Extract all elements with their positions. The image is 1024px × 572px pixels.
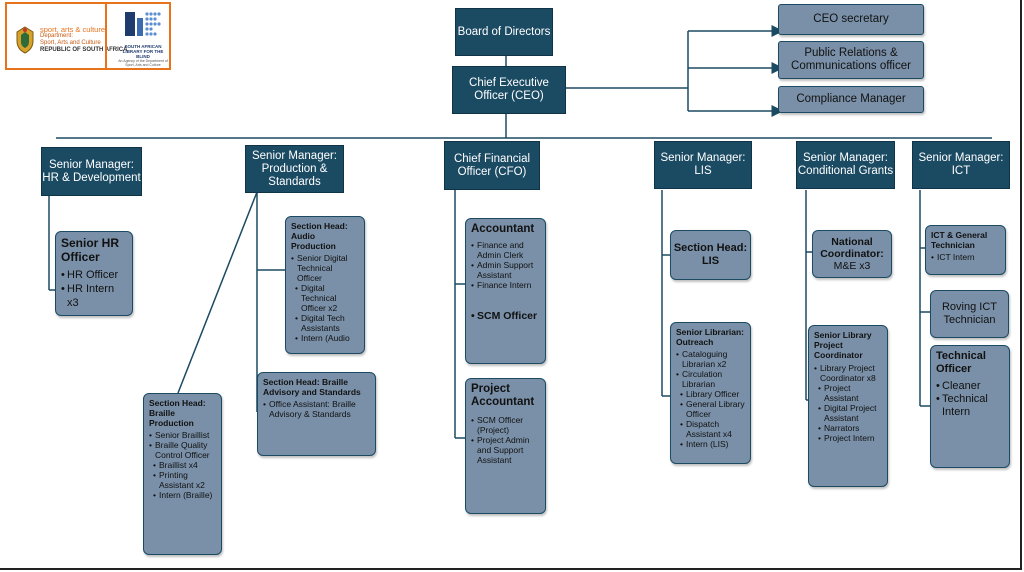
- section-head-lis-box: Section Head: LIS: [670, 230, 751, 280]
- national-coord-title: National Coordinator:: [820, 236, 884, 260]
- section-lis-label: Section Head: LIS: [673, 242, 748, 267]
- national-coord-sub: M&E x3: [833, 260, 871, 272]
- dsac-line1: Department:: [40, 33, 74, 39]
- compliance-manager-box: Compliance Manager: [778, 86, 924, 113]
- braille-prod-item: Printing Assistant x2: [149, 470, 216, 490]
- tech-officer-title: Technical Officer: [936, 350, 986, 375]
- lib-project-item: Project Assistant: [814, 383, 882, 403]
- national-coordinator-box: National Coordinator: M&E x3: [812, 230, 892, 278]
- sal-logo-name: SOUTH AFRICAN LIBRARY FOR THE BLIND: [122, 44, 164, 59]
- braille-production-box: Section Head: Braille Production Senior …: [143, 393, 222, 555]
- ict-technician-box: ICT & General Technician ICT Intern: [925, 225, 1006, 275]
- technical-officer-box: Technical Officer Cleaner Technical Inte…: [930, 345, 1010, 468]
- braille-prod-title: Section Head: Braille Production: [149, 398, 206, 428]
- audio-item: Digital Tech Assistants: [291, 313, 359, 333]
- audio-item: Senior Digital Technical Officer: [291, 253, 359, 283]
- dsac-logo-text: sport, arts & culture Department: Sport,…: [40, 26, 127, 54]
- cfo-box: Chief Financial Officer (CFO): [444, 141, 540, 190]
- hr-item: HR Intern x3: [61, 282, 127, 310]
- compliance-label: Compliance Manager: [796, 93, 906, 105]
- senior-librarian-box: Senior Librarian: Outreach Cataloguing L…: [670, 322, 751, 464]
- braille-adv-title: Section Head: Braille Advisory and Stand…: [263, 377, 361, 397]
- librarian-item: Cataloguing Librarian x2: [676, 349, 745, 369]
- lib-project-title: Senior Library Project Coordinator: [814, 330, 872, 360]
- sm-lis-box: Senior Manager: LIS: [654, 141, 752, 189]
- accountant-box: Accountant Finance and Admin Clerk Admin…: [465, 218, 546, 364]
- ceo-secretary-box: CEO secretary: [778, 4, 924, 35]
- ict-tech-title: ICT & General Technician: [931, 230, 988, 250]
- braille-prod-item: Braille Quality Control Officer: [149, 440, 216, 460]
- logo-divider: [105, 4, 107, 68]
- pr-officer-box: Public Relations & Communications office…: [778, 41, 924, 79]
- ceo-box: Chief Executive Officer (CEO): [452, 66, 566, 114]
- sm-grants-label: Senior Manager: Conditional Grants: [797, 152, 894, 177]
- board-of-directors-box: Board of Directors: [455, 8, 553, 56]
- ict-tech-item: ICT Intern: [931, 252, 975, 262]
- accountant-item: Finance and Admin Clerk: [471, 240, 540, 260]
- lib-project-item: Library Project Coordinator x8: [814, 363, 882, 383]
- accountant-item: Finance Intern: [471, 280, 540, 290]
- roving-ict-box: Roving ICT Technician: [930, 290, 1009, 338]
- cfo-label: Chief Financial Officer (CFO): [453, 152, 531, 178]
- dsac-line2: Sport, Arts and Culture: [40, 40, 101, 46]
- pr-officer-label: Public Relations & Communications office…: [791, 47, 911, 72]
- tech-officer-item: Cleaner: [936, 380, 1004, 393]
- braille-prod-item: Intern (Braille): [149, 490, 216, 500]
- sm-production-box: Senior Manager: Production & Standards: [245, 145, 344, 193]
- project-accountant-box: Project Accountant SCM Officer (Project)…: [465, 378, 546, 514]
- ceo-secretary-label: CEO secretary: [813, 13, 889, 25]
- braille-prod-item: Braillist x4: [149, 460, 216, 470]
- project-accountant-item: Project Admin and Support Assistant: [471, 435, 540, 465]
- library-project-coordinator-box: Senior Library Project Coordinator Libra…: [808, 325, 888, 487]
- librarian-item: Library Officer: [676, 389, 745, 399]
- project-accountant-item: SCM Officer (Project): [471, 415, 540, 435]
- librarian-item: Circulation Librarian: [676, 369, 745, 389]
- braille-adv-item: Office Assistant: Braille Advisory & Sta…: [263, 399, 370, 419]
- braille-advisory-box: Section Head: Braille Advisory and Stand…: [257, 372, 376, 456]
- audio-item: Intern (Audio: [291, 333, 359, 343]
- audio-title: Section Head: Audio Production: [291, 221, 348, 251]
- lib-project-item: Project Intern: [814, 433, 882, 443]
- sm-ict-label: Senior Manager: ICT: [918, 152, 1004, 177]
- roving-label: Roving ICT Technician: [941, 301, 998, 326]
- sal-logo-sub: An Agency of the Department of Sport, Ar…: [118, 59, 168, 67]
- accountant-item: Admin Support Assistant: [471, 260, 540, 280]
- sm-hr-box: Senior Manager: HR & Development: [41, 147, 142, 196]
- senior-hr-officer-box: Senior HR Officer HR Officer HR Intern x…: [55, 231, 133, 316]
- coat-of-arms-icon: [16, 26, 34, 54]
- audio-production-box: Section Head: Audio Production Senior Di…: [285, 216, 365, 354]
- project-accountant-title: Project Accountant: [471, 383, 535, 408]
- audio-item: Digital Technical Officer x2: [291, 283, 359, 313]
- scm-officer-item: SCM Officer: [471, 310, 537, 322]
- librarian-title: Senior Librarian: Outreach: [676, 327, 745, 347]
- accountant-title: Accountant: [471, 223, 535, 235]
- sm-ict-box: Senior Manager: ICT: [912, 141, 1010, 189]
- sm-lis-label: Senior Manager: LIS: [660, 152, 746, 177]
- sal-logo-icon: [125, 12, 161, 36]
- ceo-label: Chief Executive Officer (CEO): [469, 77, 549, 102]
- dsac-name: sport, arts & culture: [40, 25, 106, 34]
- board-label: Board of Directors: [457, 25, 551, 38]
- librarian-item: General Library Officer: [676, 399, 745, 419]
- librarian-item: Intern (LIS): [676, 439, 745, 449]
- hr-item: HR Officer: [61, 268, 127, 282]
- senior-hr-title: Senior HR Officer: [61, 236, 120, 264]
- logo-panel: sport, arts & culture Department: Sport,…: [5, 2, 171, 70]
- tech-officer-item: Technical Intern: [936, 393, 1004, 419]
- braille-prod-item: Senior Braillist: [149, 430, 216, 440]
- sm-grants-box: Senior Manager: Conditional Grants: [796, 141, 895, 189]
- librarian-item: Dispatch Assistant x4: [676, 419, 745, 439]
- dsac-line3: REPUBLIC OF SOUTH AFRICA: [40, 47, 128, 53]
- lib-project-item: Narrators: [814, 423, 882, 433]
- sm-production-label: Senior Manager: Production & Standards: [251, 149, 338, 188]
- sm-hr-label: Senior Manager: HR & Development: [42, 158, 141, 184]
- lib-project-item: Digital Project Assistant: [814, 403, 882, 423]
